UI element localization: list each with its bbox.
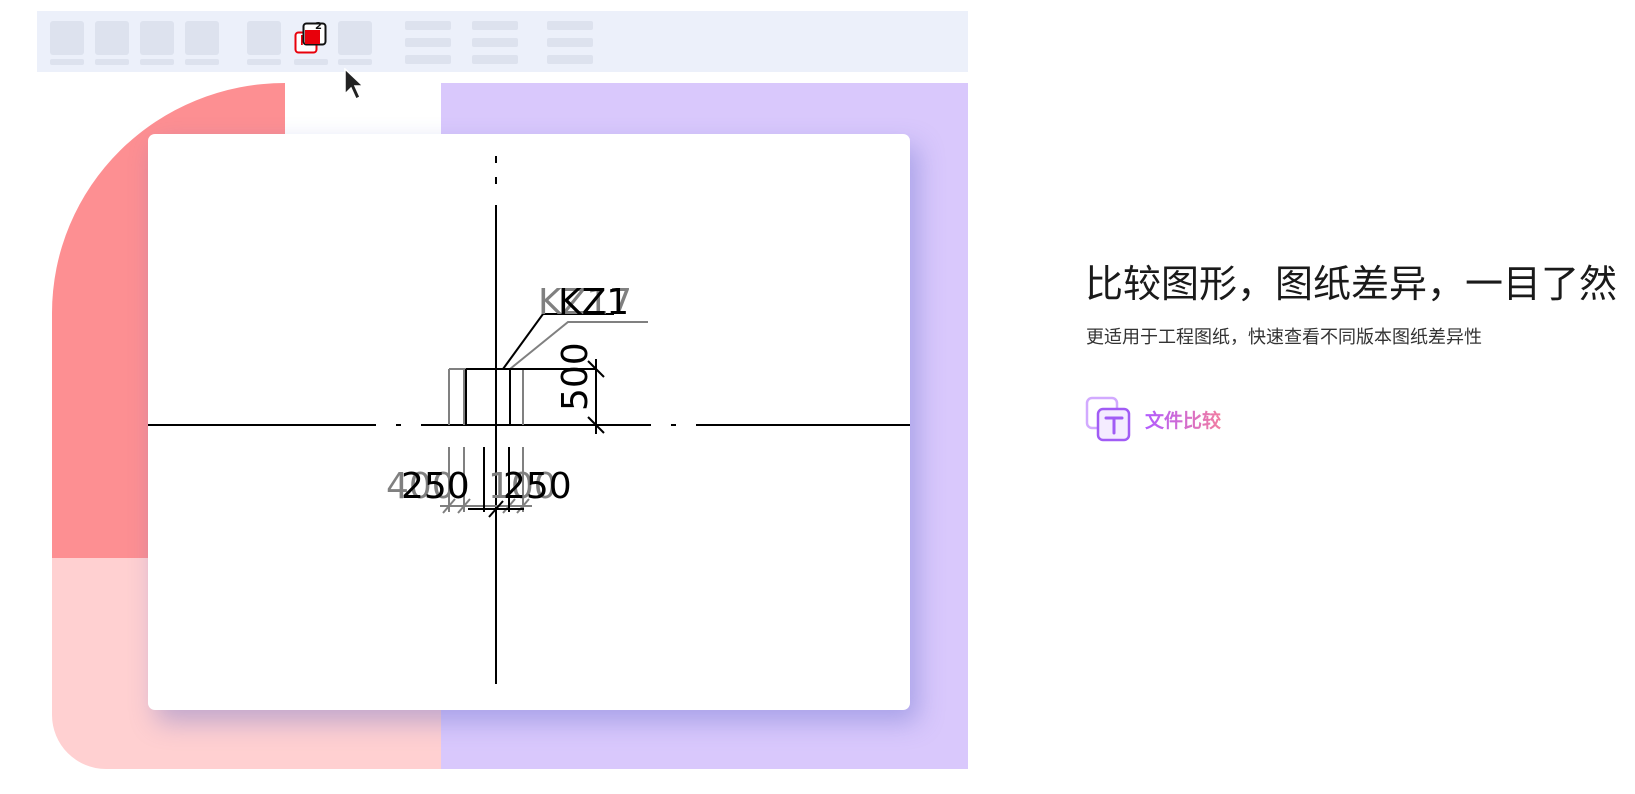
file-compare-icon — [1085, 396, 1131, 442]
hero-headline: 比较图形，图纸差异，一目了然 — [1085, 262, 1618, 306]
toolbar-button[interactable] — [185, 21, 219, 65]
new-version-geometry — [465, 313, 614, 518]
toolbar-button[interactable] — [247, 21, 281, 65]
toolbar-menu-button[interactable] — [405, 21, 451, 65]
drawing-compare-canvas: KZ17 400 100 KZ1 250 250 500 — [148, 134, 910, 710]
new-dim-vertical: 500 — [555, 342, 596, 411]
toolbar-mockup: 2 — [37, 11, 968, 72]
old-column-label: KZ17 — [538, 282, 632, 323]
toolbar-button[interactable] — [140, 21, 174, 65]
old-dim-right: 100 — [488, 466, 557, 507]
file-compare-label: 文件比较 — [1145, 406, 1221, 433]
old-dim-left: 400 — [386, 466, 455, 507]
toolbar-button[interactable] — [50, 21, 84, 65]
compare-tool-button[interactable]: 2 — [294, 21, 328, 65]
mouse-cursor-icon — [344, 68, 365, 101]
compare-overlay-icon — [294, 22, 327, 54]
new-dim-left: 250 — [401, 466, 470, 507]
new-column-label: KZ1 — [558, 282, 629, 323]
new-dim-right: 250 — [503, 466, 572, 507]
hero-subline: 更适用于工程图纸，快速查看不同版本图纸差异性 — [1086, 327, 1482, 348]
toolbar-menu-button[interactable] — [547, 21, 593, 65]
tool-badge: 2 — [315, 21, 322, 32]
toolbar-button[interactable] — [95, 21, 129, 65]
toolbar-button[interactable] — [338, 21, 372, 65]
file-compare-link[interactable]: 文件比较 — [1085, 396, 1221, 442]
toolbar-menu-button[interactable] — [472, 21, 518, 65]
